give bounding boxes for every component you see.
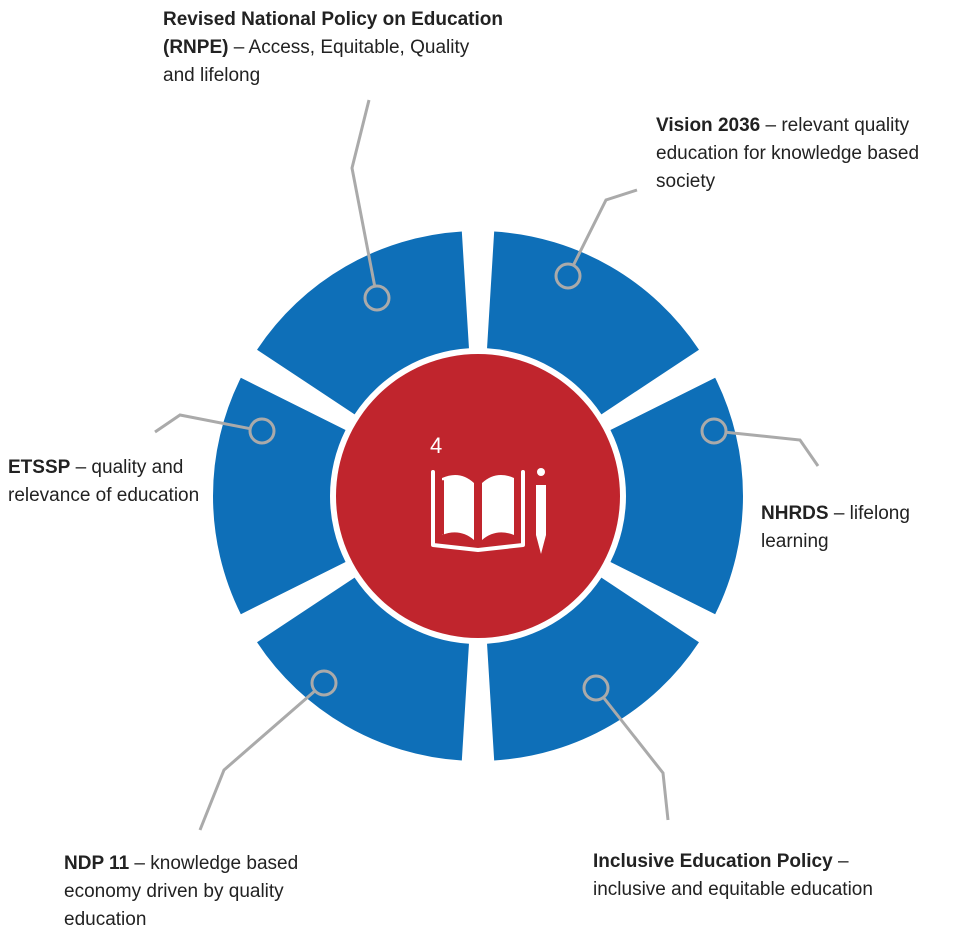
label-etssp: ETSSP – quality and relevance of educati… bbox=[8, 454, 208, 510]
connector-node-inclusive-education bbox=[582, 674, 610, 702]
label-nhrds-text: – lifelong learning bbox=[761, 503, 910, 552]
label-rnpe-text: – Access, Equitable, Quality and lifelon… bbox=[163, 37, 470, 86]
label-etssp-title: ETSSP bbox=[8, 457, 71, 478]
segment-ndp-11 bbox=[257, 577, 469, 761]
segment-etssp bbox=[213, 377, 346, 615]
connector-lines bbox=[154, 99, 820, 831]
label-vision-text: – relevant quality education for knowled… bbox=[656, 115, 920, 192]
connector-node-nhrds bbox=[700, 417, 728, 445]
connector-etssp bbox=[154, 413, 263, 434]
label-vision-2036: Vision 2036 – relevant quality education… bbox=[656, 112, 956, 196]
label-nhrds-title: NHRDS bbox=[761, 503, 829, 524]
label-ndp-title: NDP 11 bbox=[64, 853, 130, 874]
label-nhrds: NHRDS – lifelong learning bbox=[761, 500, 961, 556]
connector-node-ndp-11 bbox=[310, 669, 338, 697]
label-etssp-text: – quality and relevance of education bbox=[8, 457, 200, 506]
connector-inclusive-education bbox=[594, 687, 670, 821]
label-ndp-text: – knowledge based economy driven by qual… bbox=[64, 853, 299, 930]
connector-node-etssp bbox=[248, 417, 276, 445]
label-ndp-11: NDP 11 – knowledge based economy driven … bbox=[64, 850, 364, 934]
label-rnpe-title: Revised National Policy on Education (RN… bbox=[163, 9, 503, 58]
connector-vision-2036 bbox=[566, 188, 638, 277]
connector-nhrds bbox=[713, 429, 820, 467]
goal-number: 4 bbox=[430, 433, 442, 458]
segment-nhrds bbox=[610, 377, 743, 615]
label-rnpe: Revised National Policy on Education (RN… bbox=[163, 6, 503, 90]
connector-node-rnpe bbox=[363, 284, 391, 312]
center-circle bbox=[336, 354, 620, 638]
segment-vision-2036 bbox=[487, 231, 699, 415]
connector-node-vision-2036 bbox=[554, 262, 582, 290]
segment-rnpe bbox=[257, 231, 469, 415]
label-vision-title: Vision 2036 bbox=[656, 115, 761, 136]
connector-rnpe bbox=[350, 99, 379, 299]
label-inclusive-education: Inclusive Education Policy – inclusive a… bbox=[593, 848, 893, 904]
connector-ndp-11 bbox=[198, 681, 325, 831]
segment-inclusive-education bbox=[487, 577, 699, 761]
label-inclusive-title: Inclusive Education Policy bbox=[593, 851, 833, 872]
book-pencil-icon bbox=[431, 468, 546, 554]
label-inclusive-text: – inclusive and equitable education bbox=[593, 851, 873, 900]
wheel-segments bbox=[213, 231, 743, 761]
